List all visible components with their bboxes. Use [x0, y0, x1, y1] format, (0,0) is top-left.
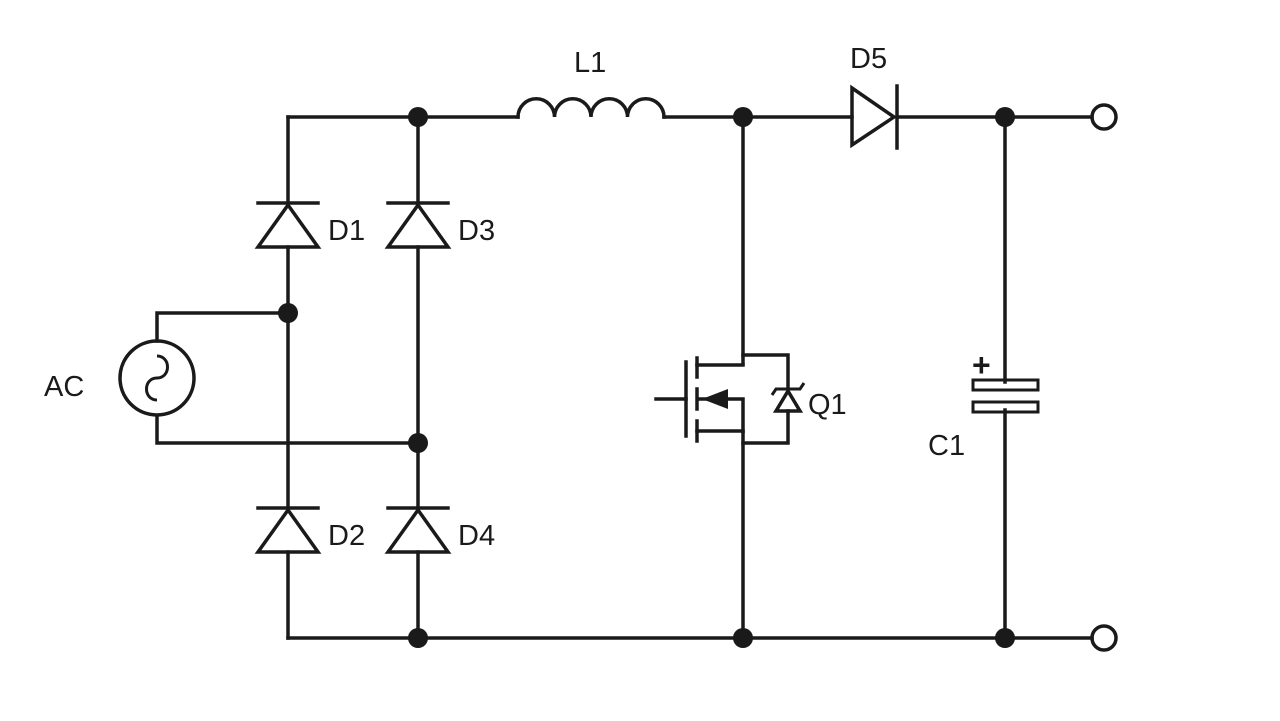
body-diode-bottom-lead [741, 409, 790, 445]
junction-dot [278, 303, 298, 323]
wire-ac-top [155, 311, 290, 343]
body-diode-triangle [772, 387, 804, 413]
label-d5: D5 [850, 43, 887, 75]
label-d3: D3 [458, 215, 495, 247]
label-d2: D2 [328, 520, 365, 552]
diode-d2 [254, 506, 322, 554]
output-terminal-positive [1090, 103, 1118, 131]
mosfet-body-arrow-icon [702, 389, 728, 409]
diode-d2-triangle [254, 506, 322, 554]
junction-dot [733, 107, 753, 127]
diode-d4-triangle [384, 506, 452, 554]
labels: AC L1 D1 D2 D3 D4 D5 Q1 C1 + [44, 43, 991, 552]
junction-dot [733, 628, 753, 648]
inductor-l1-coil [516, 97, 666, 119]
label-d1: D1 [328, 215, 365, 247]
junction-dot [408, 433, 428, 453]
junction-dot [408, 107, 428, 127]
junction-dot [408, 628, 428, 648]
capacitor-c1-plate-bottom [971, 400, 1040, 414]
ac-source [118, 339, 196, 417]
label-q1: Q1 [808, 389, 847, 421]
label-l1: L1 [574, 47, 606, 79]
mosfet-q1 [654, 353, 806, 445]
label-c1: C1 [928, 430, 965, 462]
label-c1-polarity: + [972, 347, 991, 383]
diode-d1-triangle [254, 201, 322, 249]
diode-d3 [384, 201, 452, 249]
junction-dot [995, 107, 1015, 127]
label-d4: D4 [458, 520, 495, 552]
diode-d5 [850, 84, 899, 150]
body-diode-zener-bar [770, 382, 806, 396]
wires [155, 115, 1094, 640]
capacitor-c1 [971, 378, 1040, 414]
diode-d5-triangle [850, 84, 898, 149]
diode-d1 [254, 201, 322, 249]
wire-ac-bottom [155, 414, 420, 445]
diode-d3-triangle [384, 201, 452, 249]
ac-source-circle [118, 339, 196, 417]
junction-dot [995, 628, 1015, 648]
sine-icon [145, 354, 169, 402]
diode-d4 [384, 506, 452, 554]
capacitor-c1-plate-top [971, 378, 1040, 392]
body-diode-top-lead [741, 353, 790, 391]
junctions [278, 107, 1015, 648]
label-ac: AC [44, 371, 84, 403]
output-terminal-negative [1090, 624, 1118, 652]
